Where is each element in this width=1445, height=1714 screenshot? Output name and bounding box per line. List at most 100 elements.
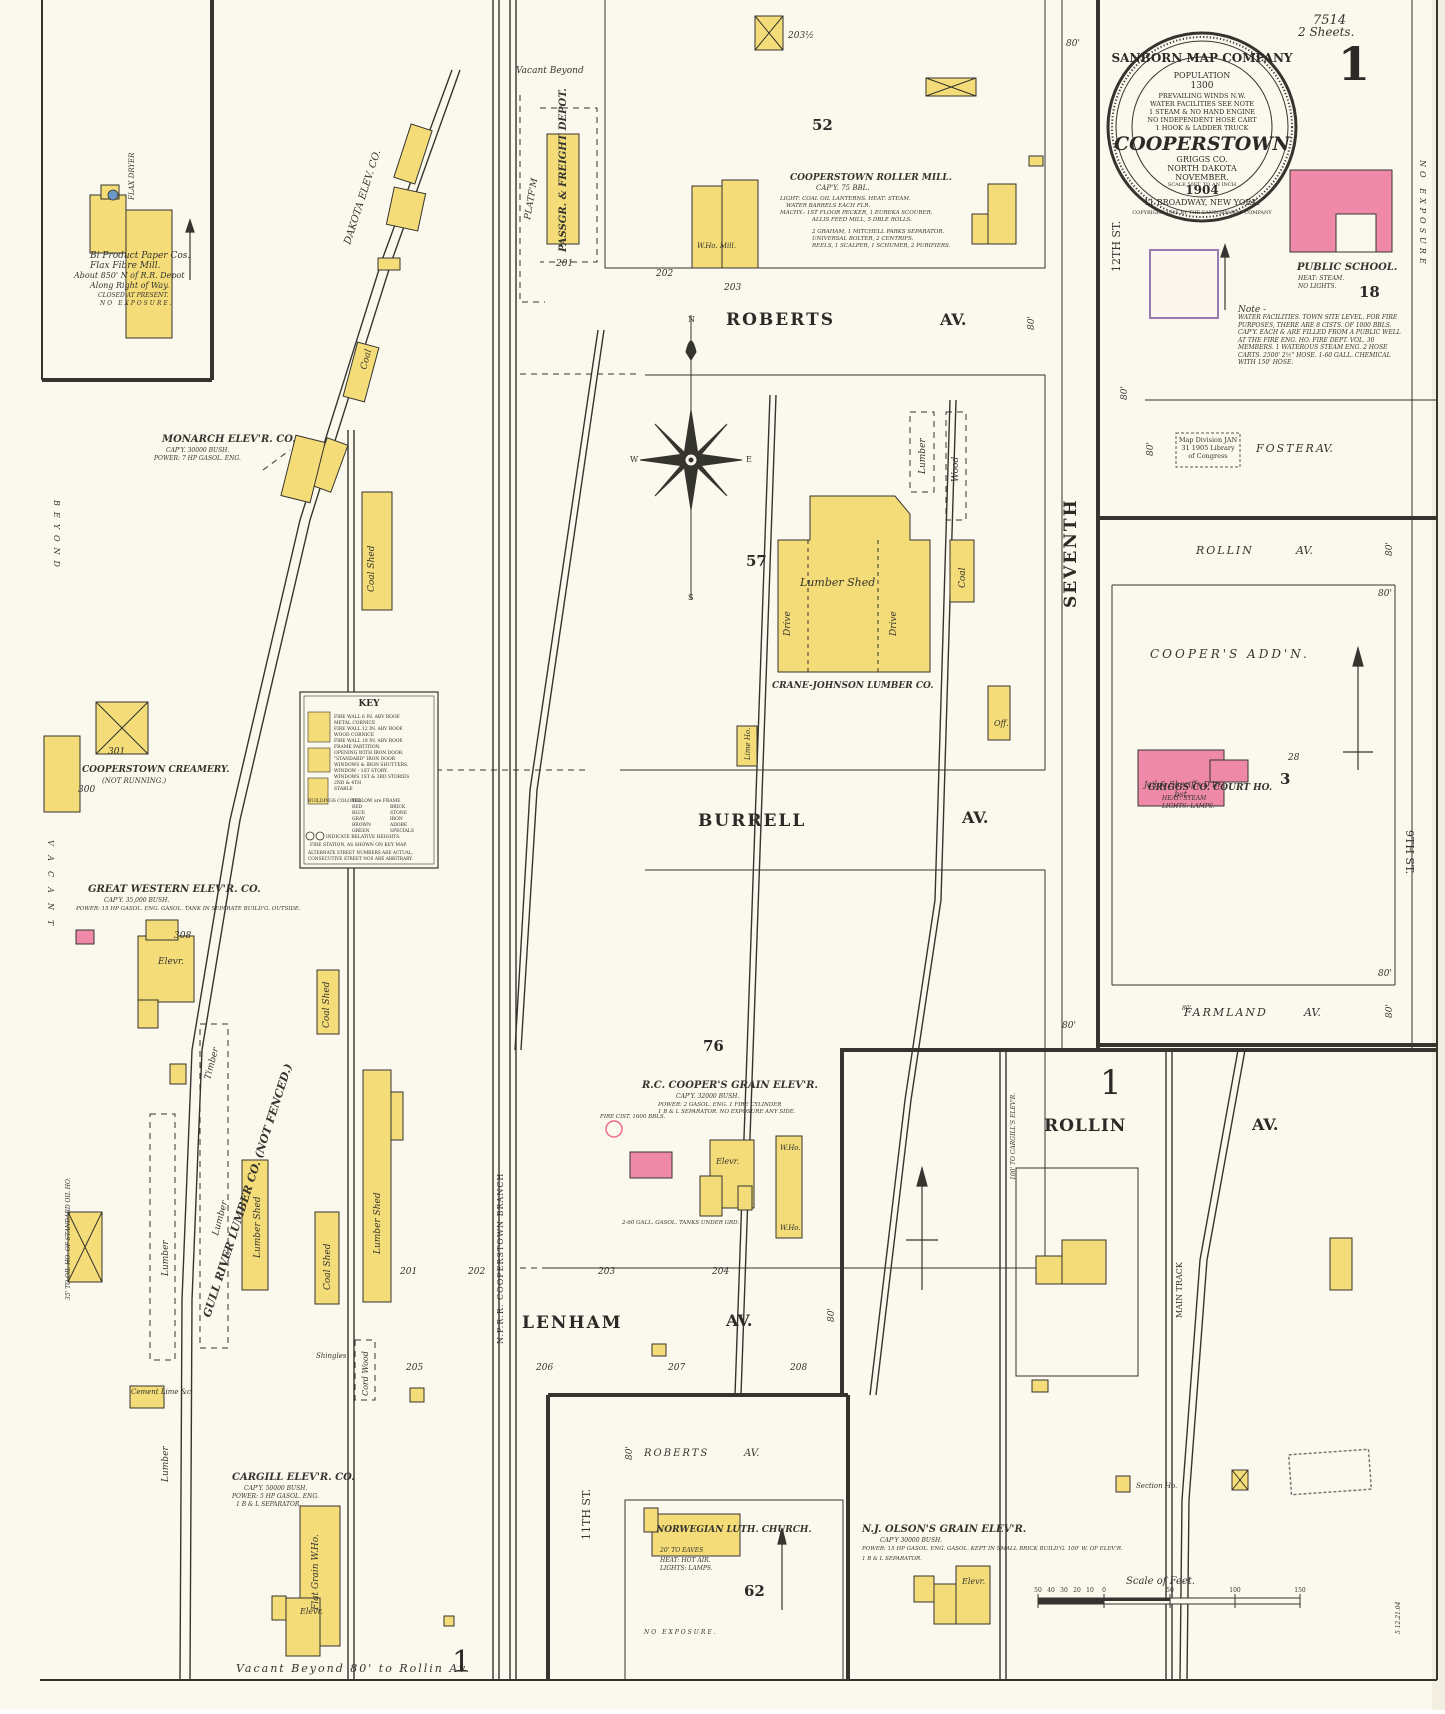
label-mill-3rd: 2 GRAHAM, 1 MITCHELL PARKS SEPARATOR.: [811, 229, 944, 235]
label-beyond-left: BEYOND: [52, 499, 61, 573]
label-along-row: Along Right of Way.: [89, 281, 169, 290]
key-colored-label: BUILDINGS COLORED: [308, 798, 362, 804]
key-item-10: WINDOWS 1ST & 3RD STORIES: [334, 774, 409, 780]
label-mill-5th: REELS, 1 SCALPER, 1 SCHUMER, 2 PURIFIERS…: [811, 243, 951, 249]
stamps: [1149, 249, 1373, 1496]
seal-scale: SCALE 50FT. TO AN INCH: [1168, 182, 1237, 188]
key-item-9: WINDOW - 1ST STORY.: [334, 768, 388, 774]
label-drive-1: Drive: [783, 611, 793, 637]
ft-80-7: 80': [1378, 969, 1392, 979]
olson-elevr: [955, 1565, 991, 1625]
seal-company: SANBORN MAP COMPANY: [1112, 51, 1293, 65]
key-color-0: YELLOW are FRAME: [351, 798, 401, 804]
num-203: 203: [597, 1267, 615, 1277]
key-alt-numbers: ALTERNATE STREET NUMBERS ARE ACTUAL,: [307, 851, 413, 856]
d-gi-main: [1061, 1239, 1107, 1285]
label-monarch-cap: CAP'Y. 30000 BUSH.: [166, 447, 229, 454]
flax-fibre-mill: [125, 209, 173, 339]
num-203-top: 203: [723, 283, 741, 293]
key-color-2: BLUE: [352, 810, 365, 816]
section-ho-a: [1115, 1475, 1131, 1493]
label-monarch: MONARCH ELEV'R. CO.: [161, 434, 296, 445]
block-57: 57: [746, 552, 767, 570]
num-203-half: 203½: [787, 30, 814, 41]
compass-rose: [639, 315, 743, 600]
ft-80-2: 80': [1027, 316, 1037, 330]
coal-shed-b: [316, 969, 340, 1035]
scale-bar: [1037, 1594, 1301, 1608]
label-monarch-power: POWER: 7 HP GASOL. ENG.: [153, 455, 241, 462]
seal-state: NORTH DAKOTA: [1167, 164, 1237, 173]
label-mill-machy: MACHY.- 1ST FLOOR PECKER, 1 EUREKA SCOUR…: [779, 210, 933, 216]
street-9th: 9TH ST.: [1403, 830, 1416, 874]
street-12th: 12TH ST.: [1110, 221, 1123, 272]
seal-address: 11 BROADWAY, NEW YORK.: [1144, 198, 1260, 207]
cement-shed: [129, 1385, 165, 1409]
label-church-lights: LIGHTS: LAMPS.: [659, 1565, 713, 1572]
label-cargill-cap: CAP'Y. 50000 BUSH.: [244, 1485, 307, 1492]
label-crane-johnson: CRANE-JOHNSON LUMBER CO.: [772, 681, 933, 691]
dakota-elevr: [385, 186, 427, 232]
key-item-11: 2ND & 4TH: [334, 780, 361, 786]
ft-80-10: 80': [827, 1308, 837, 1322]
gasol-ho-lenham: [651, 1343, 667, 1357]
key-item-6: OPENING WITH IRON DOOR.: [334, 750, 404, 756]
church: [651, 1513, 741, 1557]
label-lumber-shed: Lumber Shed: [799, 576, 875, 589]
label-church-heat: HEAT: HOT AIR.: [659, 1557, 711, 1564]
cooper-wing: [699, 1175, 723, 1217]
label-court-28: 28: [1287, 753, 1300, 763]
label-coal-shed-d1: Coal Shed: [323, 1243, 333, 1290]
key-item-5: FRAME PARTITION.: [334, 744, 381, 750]
label-olson-power: POWER: 15 HP GASOL. ENG. GASOL. KEPT IN …: [861, 1546, 1123, 1552]
ft-80-5: 80': [1385, 542, 1395, 556]
off-wh: [390, 1091, 404, 1141]
seal-month: NOVEMBER.: [1175, 173, 1229, 182]
label-cargill-sep: 1 B & L SEPARATOR.: [236, 1501, 301, 1508]
num-206: 206: [535, 1363, 553, 1373]
key-color-2b: STONE: [390, 810, 407, 816]
sheets-note: 2 Sheets.: [1297, 25, 1354, 39]
scale-tick-6: 50: [1166, 1587, 1174, 1594]
seal-town: COOPERSTOWN: [1114, 133, 1291, 155]
label-cooper-sep: 1 B & L SEPARATOR. NO EXPOSURE ANY SIDE.: [658, 1109, 796, 1115]
label-wood-57: Wood: [951, 457, 961, 482]
label-court-ho: GRIGGS CO. COURT HO.: [1148, 783, 1272, 793]
gw-eng: [145, 919, 179, 941]
key-color-3b: IRON: [390, 816, 403, 822]
label-cooper-elevr: Elevr.: [715, 1157, 739, 1166]
paper-edge: [1432, 0, 1445, 1710]
label-office: Off.: [994, 719, 1009, 728]
label-olson-cap: CAP'Y 30000 BUSH.: [880, 1537, 942, 1544]
school-court: [1335, 213, 1377, 253]
seal-population-label: POPULATION: [1174, 71, 1231, 80]
scale-tick-7: 100: [1229, 1587, 1241, 1594]
gasol-ho-g: [409, 1387, 425, 1403]
label-cement: Cement Lime &c: [131, 1388, 191, 1396]
label-lumber-gull-1: Lumber: [161, 1240, 171, 1277]
label-scale: Scale of Feet.: [1126, 1576, 1195, 1587]
label-fire-cist: FIRE CIST. 1600 BBLS.: [599, 1114, 665, 1120]
label-olson-sep: 1 B & L SEPARATOR.: [862, 1556, 922, 1562]
railroad-tracks: [179, 0, 1246, 1681]
compass-n: N: [688, 315, 695, 324]
gull-lumber-shed: [362, 1069, 392, 1303]
seal-year: 1904: [1185, 183, 1218, 197]
dakota-bldg-a: [393, 123, 433, 185]
label-gw-power: POWER: 15 HP GASOL. ENG. GASOL. TANK IN …: [75, 906, 301, 912]
label-gull-lumber-shed: Lumber Shed: [373, 1192, 383, 1255]
label-mill-water: WATER BARRELS EACH FLR.: [786, 203, 870, 209]
olson-eng: [913, 1575, 935, 1603]
label-flat-grain: Flat Grain W.Ho.: [311, 1534, 321, 1611]
sheet-number: 1: [1338, 37, 1370, 91]
paper-mill-wing: [89, 194, 127, 254]
num-208: 208: [789, 1363, 807, 1373]
key-fire-station: FIRE STATION, AS SHOWN ON KEY MAP.: [310, 842, 407, 848]
street-roberts-av: AV.: [939, 310, 966, 329]
label-mill-4th: UNIVERSAL BOLTER, 2 CENTRIFS.: [812, 236, 914, 242]
bottom-sheet-number: 1: [452, 1645, 471, 1680]
num-204: 204: [711, 1267, 729, 1277]
num-308: 308: [174, 931, 191, 941]
